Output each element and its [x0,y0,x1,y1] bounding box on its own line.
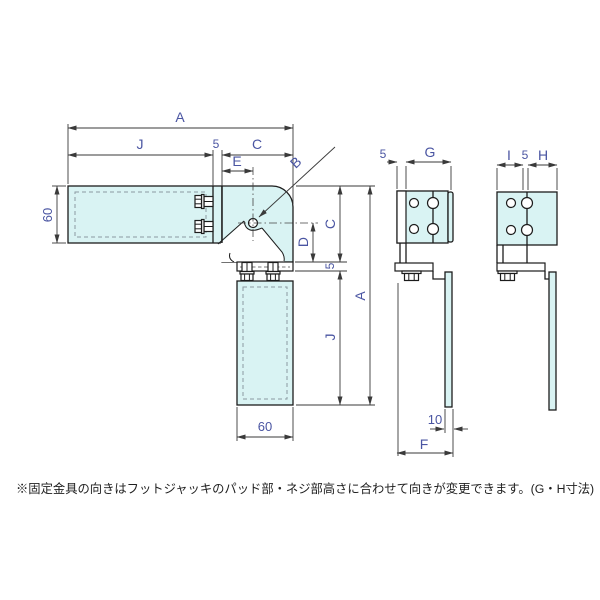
vertical-arm-flange [236,261,294,272]
side-view-middle: 5 G 10 F [380,144,468,457]
step-outline [432,271,445,280]
arm-bolt-bottom [194,218,214,235]
flange-bolt-right [265,261,281,282]
corner-plate-edge [447,191,454,243]
horizontal-arm-hidden-outline [74,191,207,238]
foot-bolt [403,272,420,282]
front-dimensions [54,125,373,440]
dim-label-60-bottom: 60 [258,419,272,434]
flange-edge-strip [396,190,407,244]
bolt-hole [505,224,517,236]
notch-edge-right [261,227,285,262]
dim-label-J-right: J [322,334,338,341]
dim-label-J-top: J [137,136,144,152]
foot-flange [394,262,434,272]
dim-label-5-right: 5 [323,262,337,269]
dim-label-B: B [287,153,305,171]
vertical-arm [236,280,294,406]
horizontal-arm [67,185,223,244]
dim-label-E: E [232,153,241,169]
dim-label-5-mid: 5 [380,147,387,161]
vertical-leg-edge [444,271,453,408]
dim-label-I: I [507,147,511,163]
leader-B [258,146,336,218]
dim-label-C-right: C [322,219,338,229]
bolt-hole [408,223,420,235]
dim-label-10: 10 [428,412,442,427]
front-extension-lines [52,124,375,441]
footnote-text: ※固定金具の向きはフットジャッキのパッド部・ネジ部高さに合わせて向きが変更できま… [16,482,595,496]
bolt-hole [505,197,517,209]
vertical-arm-hidden-outline [242,286,288,400]
dim-label-D: D [295,237,311,247]
corner-notch [218,221,285,262]
front-view: A J 5 C E B 60 C D 5 J A 60 [40,109,375,441]
side-view-right: I 5 H [496,147,558,411]
middle-extension-lines [396,166,454,457]
foot-bolt [499,272,516,282]
dim-label-5-top: 5 [213,137,220,151]
notch-fillet [229,252,235,263]
step-outline [544,271,549,280]
slot-hole [426,222,440,236]
middle-dimensions [387,159,468,456]
slot-hole [520,223,534,237]
slot-hole [426,196,440,210]
slot-hole [520,196,534,210]
dim-label-5-rightview: 5 [522,148,529,162]
vertical-leg-edge [548,271,557,411]
arm-bolt-top [194,193,214,210]
dim-label-A-right: A [352,291,368,301]
dim-label-H: H [538,147,548,163]
dim-label-C-top: C [252,136,262,152]
flange-bolt-left [239,261,255,282]
foot-flange [496,262,546,272]
dim-label-G: G [425,144,436,160]
bolt-hole [408,197,420,209]
dim-label-F: F [420,436,429,452]
right-extension-lines [496,168,558,190]
dim-label-60-left: 60 [40,208,55,222]
dim-label-A-top: A [175,109,185,125]
